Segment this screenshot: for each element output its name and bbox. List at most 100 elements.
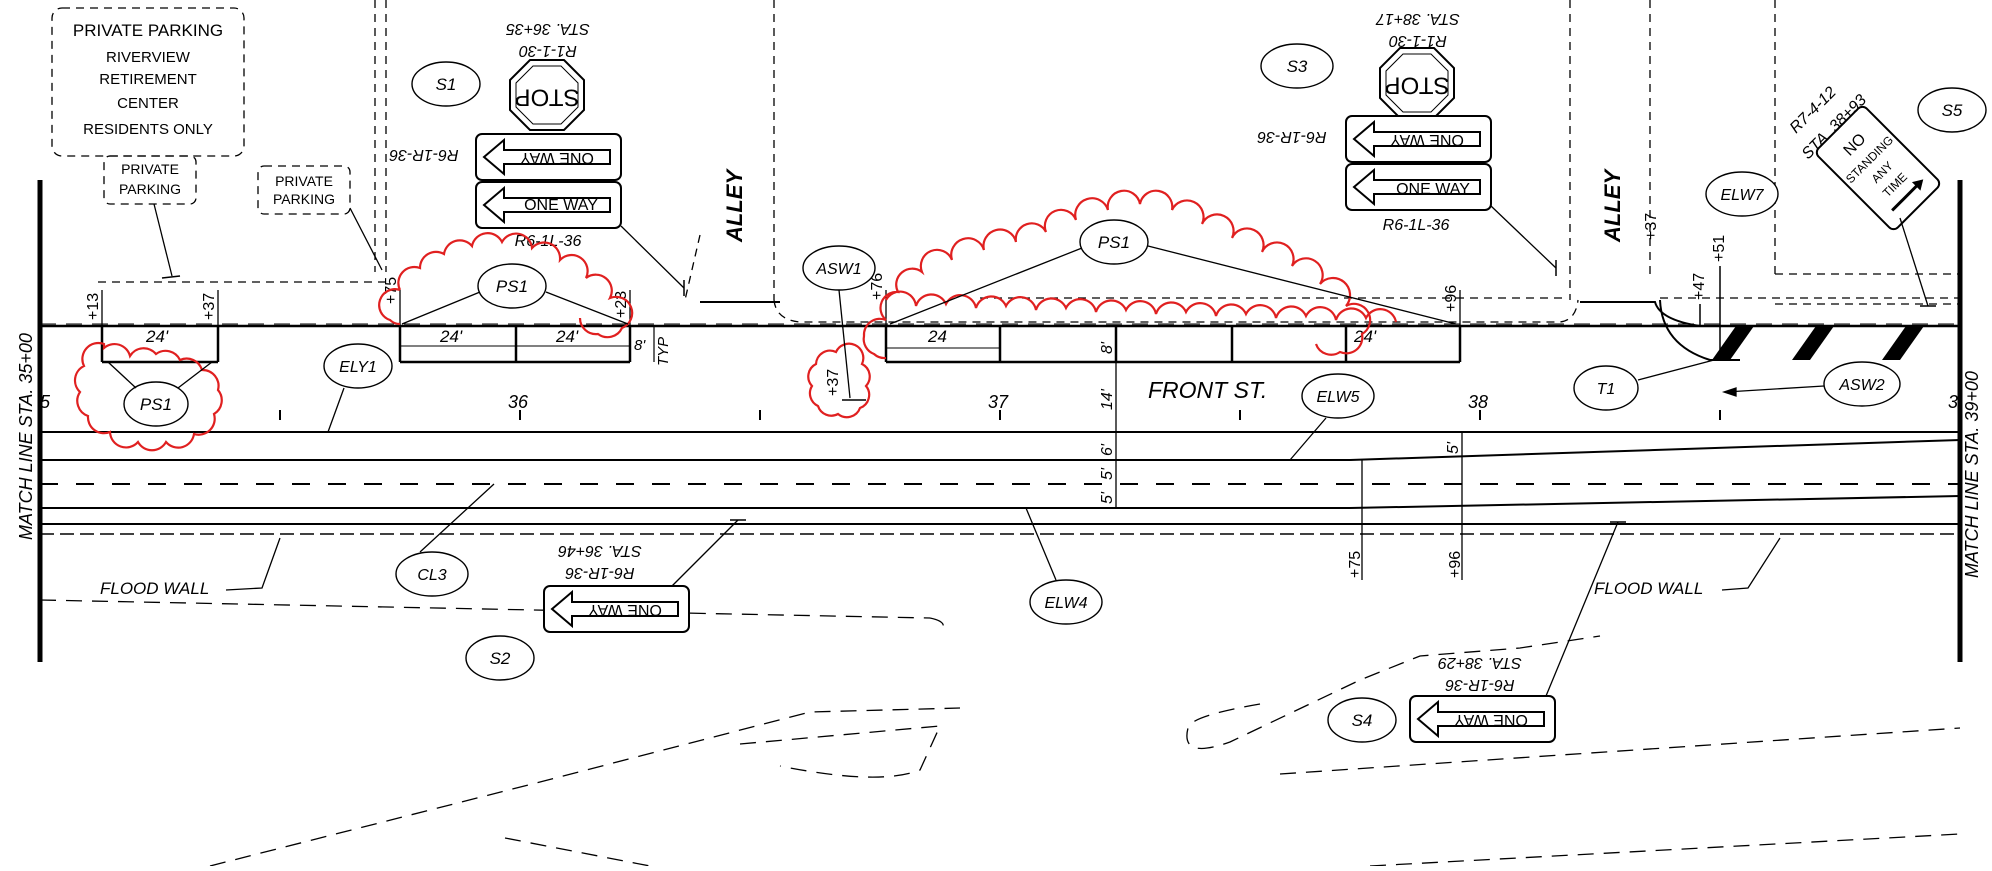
svg-text:ONE WAY: ONE WAY bbox=[1396, 181, 1470, 198]
svg-text:ONE WAY: ONE WAY bbox=[1454, 711, 1528, 728]
dim-5b: 5' bbox=[1099, 491, 1116, 504]
flood-wall-label-left: FLOOD WALL bbox=[100, 579, 209, 598]
s1-stop-code: R1-1-30 bbox=[519, 42, 577, 59]
private-parking-sign: PRIVATE PARKING RIVERVIEW RETIREMENT CEN… bbox=[51, 7, 245, 157]
station-35: 5 bbox=[40, 392, 51, 412]
callout-t1: T1 bbox=[1597, 381, 1616, 398]
private-parking-small-sign-2: PRIVATE PARKING bbox=[257, 165, 383, 271]
offset-p37a: +37 bbox=[201, 293, 218, 320]
s4-code: R6-1R-36 bbox=[1445, 676, 1514, 693]
sign-s3-oneway-upper: ONE WAY R6-1R-36 bbox=[1257, 115, 1492, 163]
callout-asw1: ASW1 bbox=[815, 261, 861, 278]
svg-text:STOP: STOP bbox=[1385, 72, 1450, 99]
street-name: FRONT ST. bbox=[1148, 377, 1267, 403]
svg-text:RIVERVIEW: RIVERVIEW bbox=[106, 49, 191, 66]
alley-label-right: ALLEY bbox=[1600, 168, 1625, 243]
svg-text:PARKING: PARKING bbox=[273, 191, 335, 207]
s3-stop-code: R1-1-30 bbox=[1389, 32, 1447, 49]
s3-oneway-r-code: R6-1R-36 bbox=[1257, 128, 1326, 145]
svg-text:PRIVATE: PRIVATE bbox=[275, 173, 333, 189]
dim-stall-5: 24' bbox=[1353, 327, 1377, 346]
svg-text:CENTER: CENTER bbox=[117, 95, 179, 112]
sign-s1-oneway-upper: ONE WAY R6-1R-36 bbox=[389, 133, 622, 181]
alley-curb-right-return bbox=[1580, 301, 1701, 327]
svg-text:ONE WAY: ONE WAY bbox=[1390, 131, 1464, 148]
offset-p96b: +96 bbox=[1447, 551, 1464, 578]
callout-cl3: CL3 bbox=[417, 567, 446, 584]
dim-stall-4: 24 bbox=[927, 327, 947, 346]
svg-text:RESIDENTS ONLY: RESIDENTS ONLY bbox=[83, 121, 213, 138]
svg-text:PRIVATE: PRIVATE bbox=[121, 161, 179, 177]
stall-extension-lines bbox=[101, 290, 1461, 326]
match-line-right-label: MATCH LINE STA. 39+00 bbox=[1962, 371, 1982, 578]
revision-clouds bbox=[73, 189, 1398, 452]
s2-code: R6-1R-36 bbox=[565, 564, 634, 581]
s1-stop-sta: STA. 36+35 bbox=[506, 20, 590, 37]
station-37: 37 bbox=[988, 392, 1009, 412]
offset-p76: +76 bbox=[869, 273, 886, 300]
sign-s2-oneway: ONE WAY R6-1R-36 STA. 36+46 bbox=[543, 519, 746, 633]
offset-p13: +13 bbox=[85, 293, 102, 320]
callout-s1: S1 bbox=[436, 75, 457, 94]
sign-s5-no-standing: NO STANDING ANY TIME R7-4-12 STA. 38+93 bbox=[1787, 84, 1941, 307]
callout-s4: S4 bbox=[1352, 711, 1373, 730]
dim-5a: 5' bbox=[1099, 467, 1116, 480]
s3-stop-sta: STA. 38+17 bbox=[1375, 10, 1460, 27]
callout-elw7: ELW7 bbox=[1721, 187, 1765, 204]
match-line-left-label: MATCH LINE STA. 35+00 bbox=[16, 333, 36, 540]
offset-p37b: +37 bbox=[825, 369, 842, 396]
callout-ps1-mid: PS1 bbox=[496, 277, 528, 296]
svg-text:PRIVATE PARKING: PRIVATE PARKING bbox=[73, 21, 223, 40]
property-lines bbox=[98, 0, 1960, 323]
sign-s3-oneway-lower: ONE WAY R6-1L-36 bbox=[1345, 163, 1557, 276]
s4-sta: STA. 38+29 bbox=[1438, 654, 1522, 671]
crosswalk-bars bbox=[1712, 326, 1924, 360]
dim-8: 8' bbox=[1099, 341, 1116, 354]
callout-s5: S5 bbox=[1942, 101, 1963, 120]
s2-sta: STA. 36+46 bbox=[558, 542, 642, 559]
sign-s3-stop: STOP R1-1-30 STA. 38+17 bbox=[1375, 10, 1460, 119]
station-36: 36 bbox=[508, 392, 529, 412]
callout-asw2: ASW2 bbox=[1838, 377, 1884, 394]
sign-s1-oneway-lower: ONE WAY R6-1L-36 bbox=[475, 181, 685, 296]
callout-elw4: ELW4 bbox=[1045, 595, 1088, 612]
svg-text:STOP: STOP bbox=[515, 84, 580, 111]
offset-p96a: +96 bbox=[1443, 285, 1460, 312]
curb-return-right bbox=[1659, 299, 1740, 361]
offset-p23: +23 bbox=[613, 291, 630, 318]
callout-leaders bbox=[107, 245, 1825, 581]
station-39: 3 bbox=[1948, 392, 1958, 412]
alley-label-left: ALLEY bbox=[722, 168, 747, 243]
typ-label: TYP bbox=[655, 337, 672, 366]
s3-oneway-l-code: R6-1L-36 bbox=[1383, 217, 1450, 234]
flood-wall-lines bbox=[39, 599, 1961, 867]
svg-text:RETIREMENT: RETIREMENT bbox=[99, 71, 197, 88]
offset-p37c: +37 bbox=[1643, 213, 1660, 240]
svg-text:ONE WAY: ONE WAY bbox=[520, 149, 594, 166]
sign-s4-oneway: ONE WAY R6-1R-36 STA. 38+29 bbox=[1409, 521, 1626, 743]
dim-stall-1: 24' bbox=[145, 327, 169, 346]
svg-text:PARKING: PARKING bbox=[119, 181, 181, 197]
dim-6: 6' bbox=[1099, 443, 1116, 456]
offset-p75b: +75 bbox=[1347, 551, 1364, 578]
callout-ps1-right: PS1 bbox=[1098, 233, 1130, 252]
dim-stall-3: 24' bbox=[555, 327, 579, 346]
offset-p47: +47 bbox=[1691, 273, 1708, 300]
callout-bubbles bbox=[123, 43, 1987, 743]
svg-text:ONE WAY: ONE WAY bbox=[588, 601, 662, 618]
dim-5c: 5' bbox=[1445, 441, 1462, 454]
station-38: 38 bbox=[1468, 392, 1488, 412]
callout-s2: S2 bbox=[490, 649, 511, 668]
dim-8-typ: 8' bbox=[634, 337, 646, 354]
private-parking-small-sign-1: PRIVATE PARKING bbox=[103, 155, 197, 279]
sign-s1-stop: STOP R1-1-30 STA. 36+35 bbox=[506, 20, 590, 131]
flood-wall-label-right: FLOOD WALL bbox=[1594, 579, 1703, 598]
s1-oneway-r-code: R6-1R-36 bbox=[389, 146, 458, 163]
dim-14: 14' bbox=[1099, 388, 1116, 410]
parking-stalls bbox=[100, 326, 1462, 364]
svg-text:ONE WAY: ONE WAY bbox=[524, 197, 598, 214]
callout-ps1-left: PS1 bbox=[140, 395, 172, 414]
callout-s3: S3 bbox=[1287, 57, 1308, 76]
